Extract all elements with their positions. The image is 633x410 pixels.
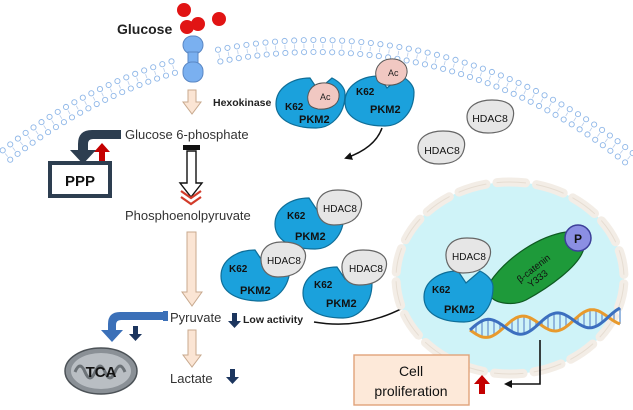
flow-arrow-hexokinase [182,89,202,115]
pkm2-hdac8-complex-2: HDAC8 K62 PKM2 [220,241,307,302]
down-arrow-pyruvate [228,313,241,328]
cell-prolif-line2: proliferation [374,383,447,399]
ppp-box [48,161,112,198]
ppp-curved-arrow [70,130,121,164]
svg-text:PKM2: PKM2 [444,304,475,316]
down-arrow-lactate [226,369,239,384]
tca-arrow-cap [163,311,168,321]
pkm2-ac-complex-1: Ac K62 PKM2 [275,77,346,129]
svg-text:PKM2: PKM2 [370,104,401,116]
svg-text:K62: K62 [432,285,451,296]
svg-text:HDAC8: HDAC8 [452,252,486,263]
svg-text:K62: K62 [287,211,306,222]
tca-label: TCA [86,364,117,381]
pkm2-hdac8-complex-1: HDAC8 K62 PKM2 [274,189,363,250]
svg-text:Ac: Ac [388,68,399,78]
up-arrow-g6p [94,143,110,162]
svg-text:PKM2: PKM2 [240,285,271,297]
svg-text:Ac: Ac [320,92,331,102]
deacetylation-arrow [344,127,383,160]
pkm2-beta-catenin-complex: P β-catenin Y333 HDAC8 K62 PKM2 [423,224,592,323]
flow-arrow-pep-to-pyruvate [181,231,203,307]
svg-text:PKM2: PKM2 [326,298,357,310]
svg-text:PKM2: PKM2 [295,231,326,243]
svg-text:HDAC8: HDAC8 [267,256,301,267]
ppp-label: PPP [65,173,95,190]
lactate-label: Lactate [170,371,213,386]
pyruvate-label: Pyruvate [170,310,221,325]
svg-text:P: P [574,232,582,246]
down-arrow-tca [129,326,142,341]
hdac8-free-1: HDAC8 [466,99,515,134]
flow-arrow-pyruvate-to-lactate [182,329,202,368]
pkm2-ac-complex-2: Ac K62 PKM2 [344,58,415,127]
svg-text:K62: K62 [285,102,304,113]
multi-step-chevron-icon-2 [180,196,202,206]
hexokinase-label: Hexokinase [213,97,272,109]
inhibition-bar [183,145,200,150]
svg-text:HDAC8: HDAC8 [472,113,508,125]
g6p-label: Glucose 6-phosphate [125,127,249,142]
glucose-label: Glucose [117,21,172,37]
up-arrow-proliferation [474,375,490,394]
flow-arrow-g6p-to-pep [178,150,204,199]
cell-prolif-line1: Cell [399,363,423,379]
multi-step-chevron-icon [180,190,202,200]
cell-proliferation-box [353,354,470,406]
pkm2-hdac8-complex-3: HDAC8 K62 PKM2 [302,249,388,319]
svg-text:K62: K62 [356,87,375,98]
proliferation-arrow [504,340,541,388]
low-activity-label: Low activity [243,314,303,326]
mitochondrion-icon [64,347,138,395]
glucose-transporter-icon [182,35,204,83]
svg-text:K62: K62 [314,280,333,291]
svg-text:HDAC8: HDAC8 [323,204,357,215]
glucose-molecules [177,3,226,34]
svg-text:K62: K62 [229,264,248,275]
tca-curved-arrow [101,312,167,342]
dna-helix-icon [468,306,621,339]
svg-text:HDAC8: HDAC8 [424,145,460,157]
phospho-p-icon [564,224,592,252]
svg-text:PKM2: PKM2 [299,114,330,126]
hdac8-free-2: HDAC8 [417,130,466,165]
svg-text:HDAC8: HDAC8 [349,264,383,275]
pep-label: Phosphoenolpyruvate [125,208,251,223]
